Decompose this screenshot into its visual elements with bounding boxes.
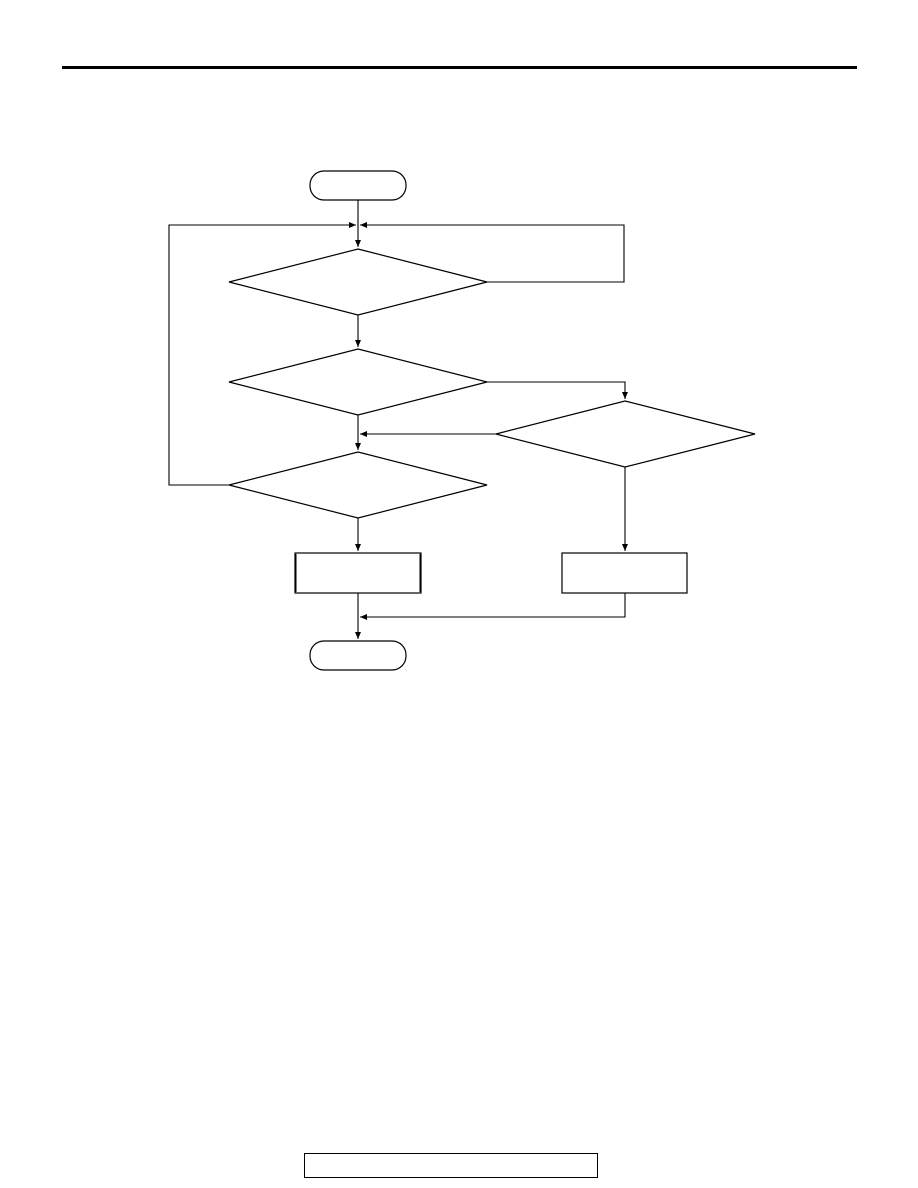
connector-decision-1-loop-right	[360, 222, 625, 283]
decision-3	[228, 451, 488, 519]
header-rule	[62, 66, 857, 69]
end-terminator	[309, 640, 407, 671]
connector-decision-3-loop-left	[168, 222, 356, 486]
start-terminator	[309, 170, 407, 201]
process-left	[294, 552, 422, 594]
decision-1	[228, 248, 488, 316]
connector-process-right-to-end	[360, 593, 626, 620]
process-right	[561, 552, 688, 594]
decision-2	[228, 348, 488, 416]
footer-box	[304, 1153, 598, 1178]
decision-4	[495, 400, 756, 468]
connector-decision-2-to-decision-4	[487, 381, 628, 399]
